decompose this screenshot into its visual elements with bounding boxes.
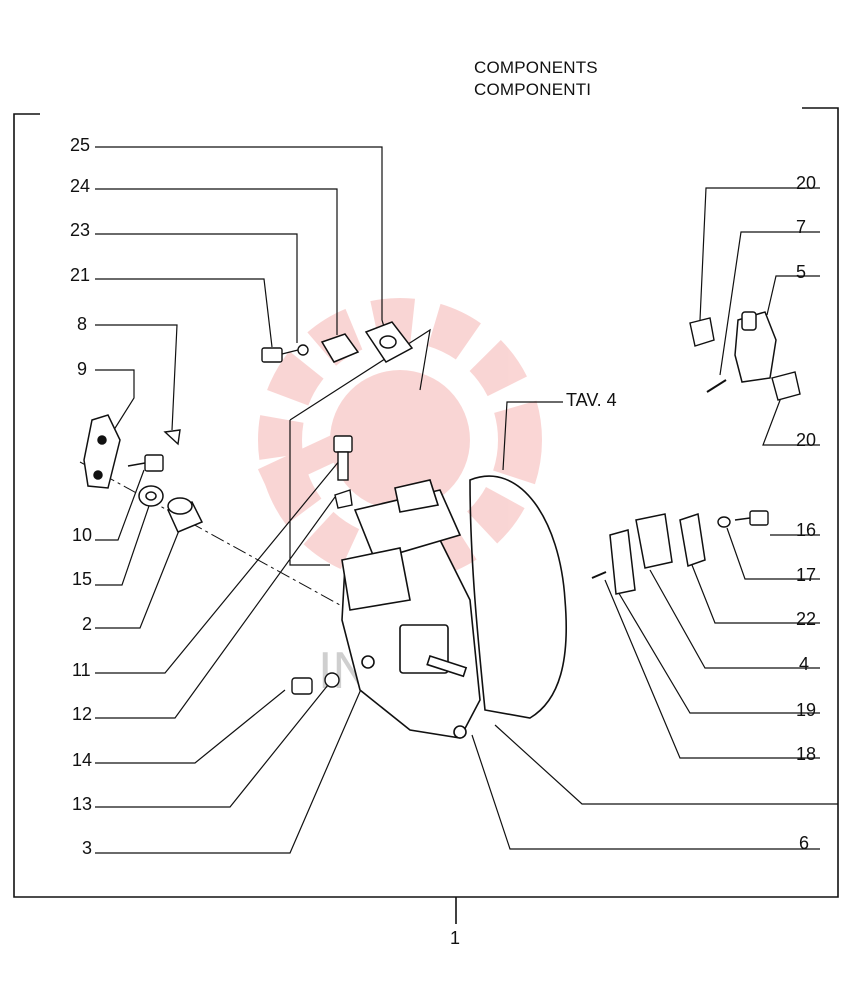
callout-11: 11: [72, 660, 91, 680]
part-plate-4: [635, 513, 673, 569]
callout-12: 12: [72, 704, 92, 724]
part-block-22: [679, 513, 706, 568]
part-washer-13: [324, 672, 340, 688]
left-callouts: 25 24 23 21 8 9 10 15 2 11 12 14 13 3: [70, 135, 92, 858]
part-bolt-11: [333, 435, 353, 481]
part-stud-18: [591, 571, 607, 579]
part-bracket-9: [83, 414, 121, 489]
title-english: COMPONENTS: [474, 58, 598, 77]
reference-label-tav4: TAV. 4: [566, 390, 617, 410]
callout-21: 21: [70, 265, 90, 285]
part-plate-24: [320, 333, 360, 363]
callout-14: 14: [72, 750, 92, 770]
callout-22: 22: [796, 609, 816, 629]
callout-17: 17: [796, 565, 816, 585]
callout-20-bottom: 20: [796, 430, 816, 450]
callout-25: 25: [70, 135, 90, 155]
leader-lines: [95, 146, 838, 854]
callout-4: 4: [799, 654, 809, 674]
callout-24: 24: [70, 176, 90, 196]
part-screw-10: [127, 454, 164, 472]
callout-13: 13: [72, 794, 92, 814]
part-housing-assembly: [341, 479, 481, 739]
part-nut-12: [334, 489, 353, 509]
callout-9: 9: [77, 359, 87, 379]
part-bracket-5: [734, 311, 777, 383]
callout-3: 3: [82, 838, 92, 858]
callout-8: 8: [77, 314, 87, 334]
part-key-8: [163, 429, 181, 446]
part-gasket-19: [609, 529, 636, 595]
part-washer-17: [717, 516, 731, 528]
callout-16: 16: [796, 520, 816, 540]
callout-10: 10: [72, 525, 92, 545]
part-bushing-2: [166, 497, 204, 533]
part-screw-16: [734, 510, 769, 526]
callout-6: 6: [799, 833, 809, 853]
assembly-number: 1: [450, 928, 460, 948]
part-washer-20-top: [689, 317, 715, 347]
callout-5: 5: [796, 262, 806, 282]
part-washer-23: [297, 344, 309, 356]
part-stud-7: [706, 379, 727, 393]
callout-2: 2: [82, 614, 92, 634]
part-washer-15: [138, 485, 164, 507]
callout-18: 18: [796, 744, 816, 764]
title-italian: COMPONENTI: [474, 80, 592, 99]
callout-15: 15: [72, 569, 92, 589]
frame: [13, 107, 839, 924]
part-screw-21: [261, 347, 299, 363]
part-screw-14: [291, 677, 313, 695]
part-gasket-25: [364, 321, 414, 363]
callout-19: 19: [796, 700, 816, 720]
right-callouts: 20 7 5 20 16 17 22 4 19 18 6: [796, 173, 816, 853]
part-washer-20-bottom: [771, 371, 801, 401]
part-gasket-main: [469, 475, 568, 719]
callout-7: 7: [796, 217, 806, 237]
callout-23: 23: [70, 220, 90, 240]
callout-20-top: 20: [796, 173, 816, 193]
